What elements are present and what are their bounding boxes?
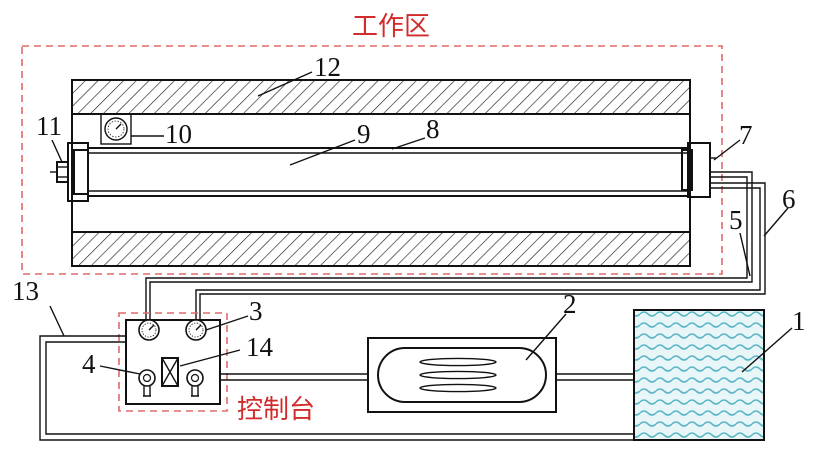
leader-4 [99,365,141,375]
return-pipe-outer [39,335,634,441]
pump-lobe-2 [419,370,497,380]
label-9: 9 [357,119,371,149]
leader-6 [763,207,789,237]
leader-12 [257,71,313,97]
pump-lobe-1 [419,357,497,367]
left-bolt [56,161,69,183]
control-panel-box [125,319,221,405]
lower-hatched-wall [71,231,691,267]
leader-8 [391,137,426,150]
pump-inner-capsule [377,347,547,403]
gauge-10-housing [100,113,132,145]
label-1: 1 [792,306,806,336]
control-console-boundary [118,312,228,412]
label-12: 12 [314,52,341,82]
pipe-6-parallel [195,187,761,320]
upper-hatched-wall [71,79,691,115]
control-console-label: 控制台 [237,395,315,425]
label-4: 4 [82,349,96,379]
gauge-10-inner [107,120,125,138]
panel-control-element-cross [161,357,179,387]
label-10: 10 [165,119,192,149]
label-3: 3 [249,296,263,326]
leader-13 [49,305,65,337]
panel-gauge-left-ticks [141,322,157,338]
right-end-flange [687,142,711,198]
label-14: 14 [246,332,274,362]
pipe-5-parallel [145,176,748,320]
left-end-cap [73,149,89,195]
outer-pipe [87,147,689,197]
panel-gauge-left-needle [148,324,155,331]
leader-2 [525,313,567,361]
leader-3 [205,315,249,331]
panel-valve-left-core [142,373,152,383]
label-7: 7 [739,120,753,150]
panel-valve-right-stem [191,386,199,397]
panel-gauge-right-ticks [188,322,204,338]
water-tank [633,309,765,441]
panel-gauge-right-needle [195,324,202,331]
leader-1 [741,327,793,373]
pump-outer-box [367,337,557,413]
leader-7 [713,139,741,161]
label-8: 8 [426,114,440,144]
panel-valve-left-stem [143,386,151,397]
work-area-label: 工作区 [352,12,430,42]
label-2: 2 [563,289,577,319]
leader-14 [179,349,241,367]
return-pipe-inner [45,341,634,435]
label-13: 13 [12,276,39,306]
panel-control-element [161,357,179,387]
pipe-5 [149,171,753,320]
label-6: 6 [782,184,796,214]
panel-valve-right-core [190,373,200,383]
leader-9 [289,139,356,166]
label-11: 11 [36,111,62,141]
right-end-cap [681,149,693,191]
pipe-6 [199,182,766,320]
pump-lobe-3 [419,383,497,393]
leader-5 [739,232,751,277]
work-area-boundary [21,45,723,275]
leader-11 [51,139,63,163]
gauge-10-needle [115,123,122,130]
label-5: 5 [729,205,743,235]
